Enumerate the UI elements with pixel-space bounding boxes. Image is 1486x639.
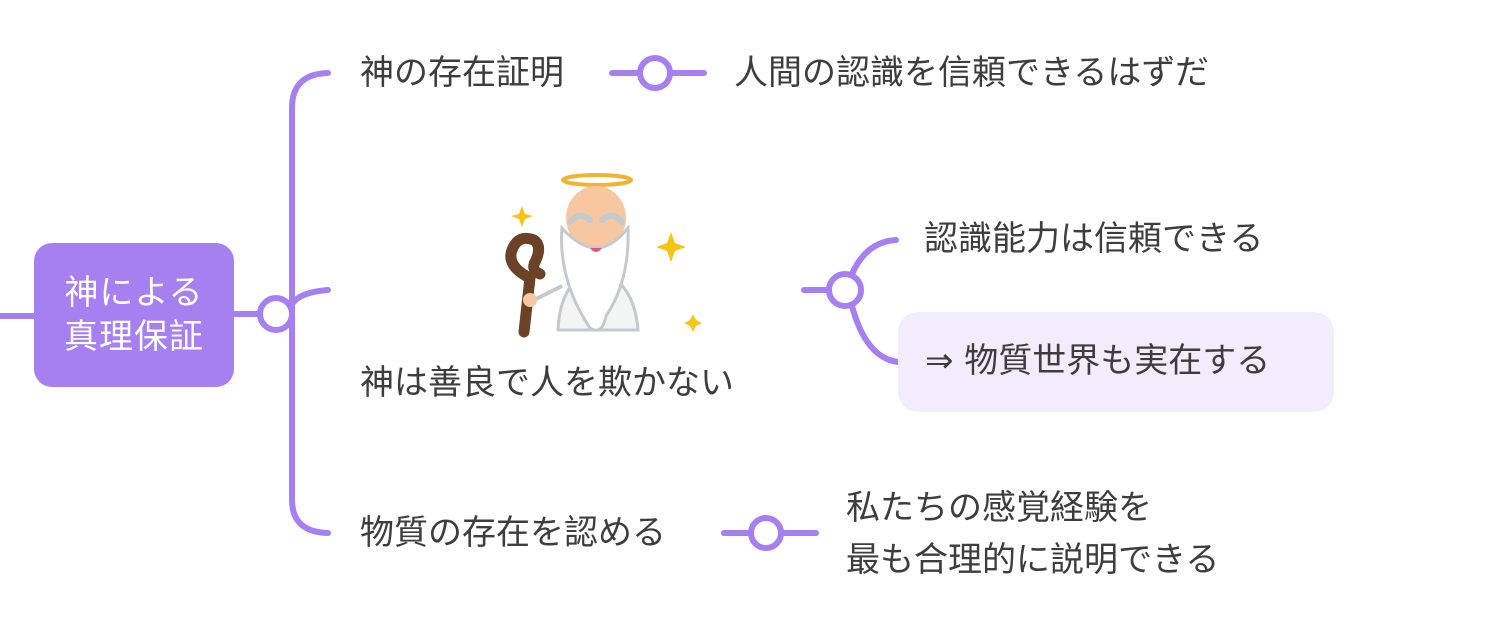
branch-1-child: 人間の認識を信頼できるはずだ [734, 53, 1209, 93]
branch-2-child-1: 認識能力は信頼できる [924, 219, 1264, 259]
sparkle-icon [656, 232, 686, 262]
head [566, 186, 626, 250]
staff-icon [505, 232, 546, 338]
branch-1-label: 神の存在証明 [360, 53, 564, 93]
branch-trunk-bottom [289, 311, 331, 536]
branch-3-child-line-1: 私たちの感覚経験を [846, 488, 1152, 528]
middle-connector-node [826, 271, 864, 309]
branch-middle-line [289, 287, 331, 307]
sparkle-icon [511, 206, 533, 227]
root-node: 神による 真理保証 [34, 243, 234, 387]
middle-split-down [849, 303, 901, 365]
branch-3-label: 物質の存在を認める [360, 513, 666, 553]
branch-2-label: 神は善良で人を欺かない [360, 363, 734, 403]
mouth [590, 248, 602, 252]
sparkle-icon [684, 314, 702, 332]
hand [523, 293, 537, 307]
top-connector-node [637, 55, 673, 91]
arm [533, 284, 563, 302]
bottom-connector-node [748, 515, 784, 551]
branch-3-child-line-2: 最も合理的に説明できる [846, 540, 1220, 580]
root-hub-node [257, 295, 295, 333]
middle-split-up [849, 237, 899, 277]
branch-trunk-top [289, 70, 331, 317]
beard [560, 223, 630, 332]
branch-2-child-2: ⇒ 物質世界も実在する [925, 341, 1271, 381]
halo-icon [561, 173, 633, 187]
god-illustration [505, 173, 702, 338]
conclusion-highlight-box [898, 312, 1334, 412]
root-line-1: 神による [64, 273, 204, 313]
eyebrows [567, 212, 625, 225]
root-line-2: 真理保証 [64, 317, 204, 357]
